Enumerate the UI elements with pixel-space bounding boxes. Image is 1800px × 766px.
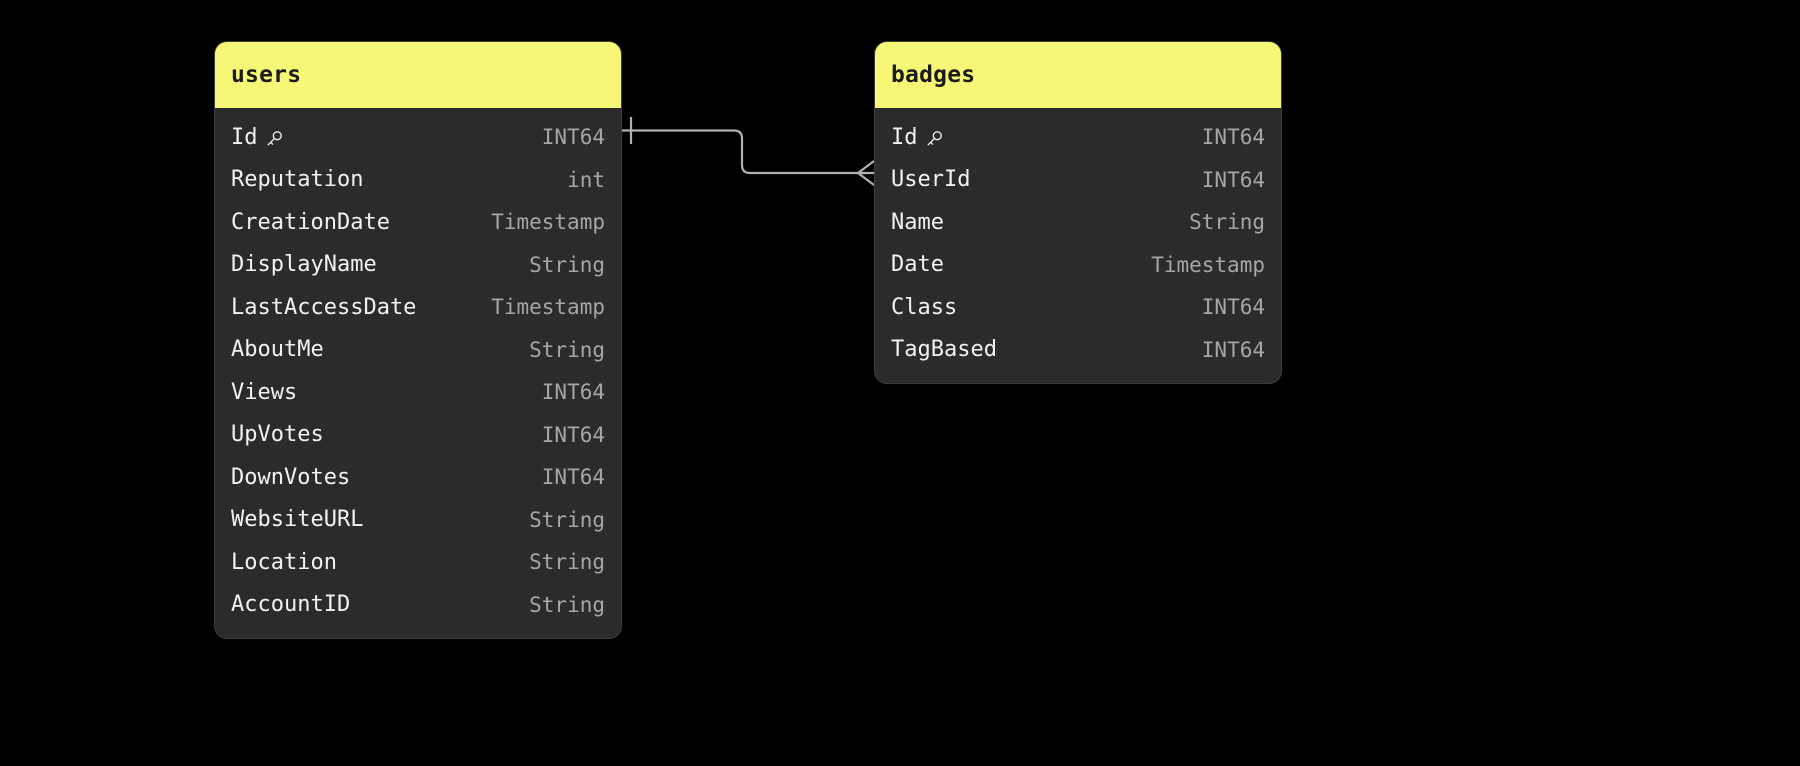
field-row[interactable]: UserId INT64 [875,159,1281,202]
field-row[interactable]: TagBased INT64 [875,329,1281,372]
field-label: Id [231,124,258,150]
key-icon [925,129,944,148]
field-row[interactable]: Id INT64 [215,116,621,159]
field-row[interactable]: DownVotes INT64 [215,456,621,499]
field-name: AccountID [231,592,351,618]
field-name: DisplayName [231,252,377,278]
entity-users-fields: Id INT64 Reputation int CreationDate [215,108,621,638]
field-row[interactable]: Name String [875,201,1281,244]
field-type: Timestamp [491,295,605,320]
field-row[interactable]: Location String [215,541,621,584]
field-name: LastAccessDate [231,294,417,320]
field-row[interactable]: DisplayName String [215,244,621,287]
field-type: INT64 [541,422,605,447]
field-type: INT64 [541,465,605,490]
field-row[interactable]: Id INT64 [875,116,1281,159]
field-row[interactable]: UpVotes INT64 [215,414,621,457]
field-name: UserId [891,167,971,193]
field-name: Views [231,379,298,405]
field-name: CreationDate [231,209,390,235]
entity-badges-title: badges [875,42,1281,108]
field-row[interactable]: Class INT64 [875,286,1281,329]
field-name: Id [231,125,284,150]
field-type: INT64 [541,380,605,405]
field-row[interactable]: AboutMe String [215,329,621,372]
field-type: int [567,167,605,192]
field-name: Reputation [231,167,364,193]
entity-badges-fields: Id INT64 UserId INT64 Name S [875,108,1281,383]
field-row[interactable]: Reputation int [215,159,621,202]
field-type: Timestamp [1151,252,1265,277]
entity-users[interactable]: users Id INT64 Reputation i [215,42,621,638]
field-type: String [1189,210,1265,235]
field-name: Id [891,125,944,150]
field-row[interactable]: LastAccessDate Timestamp [215,286,621,329]
field-row[interactable]: Views INT64 [215,371,621,414]
field-type: INT64 [1201,337,1265,362]
field-name: TagBased [891,337,997,363]
field-type: INT64 [1201,125,1265,150]
field-name: Date [891,252,944,278]
edge-path [621,129,866,175]
entity-users-title: users [215,42,621,108]
field-row[interactable]: Date Timestamp [875,244,1281,287]
field-type: String [529,337,605,362]
field-label: Id [891,124,918,150]
field-row[interactable]: CreationDate Timestamp [215,201,621,244]
field-name: AboutMe [231,337,324,363]
relationship-users-badges [621,117,875,186]
field-name: UpVotes [231,422,324,448]
field-row[interactable]: WebsiteURL String [215,499,621,542]
field-name: WebsiteURL [231,507,364,533]
field-name: Class [891,294,958,320]
field-row[interactable]: AccountID String [215,584,621,627]
field-name: DownVotes [231,464,351,490]
field-type: Timestamp [491,210,605,235]
field-type: INT64 [1201,295,1265,320]
key-icon [265,129,284,148]
field-type: String [529,550,605,575]
entity-badges[interactable]: badges Id INT64 UserId INT6 [875,42,1281,383]
field-type: INT64 [541,125,605,150]
field-type: String [529,252,605,277]
cardinality-many-marker [856,160,875,186]
field-name: Location [231,549,337,575]
field-type: String [529,592,605,617]
field-name: Name [891,209,944,235]
field-type: INT64 [1201,167,1265,192]
field-type: String [529,507,605,532]
